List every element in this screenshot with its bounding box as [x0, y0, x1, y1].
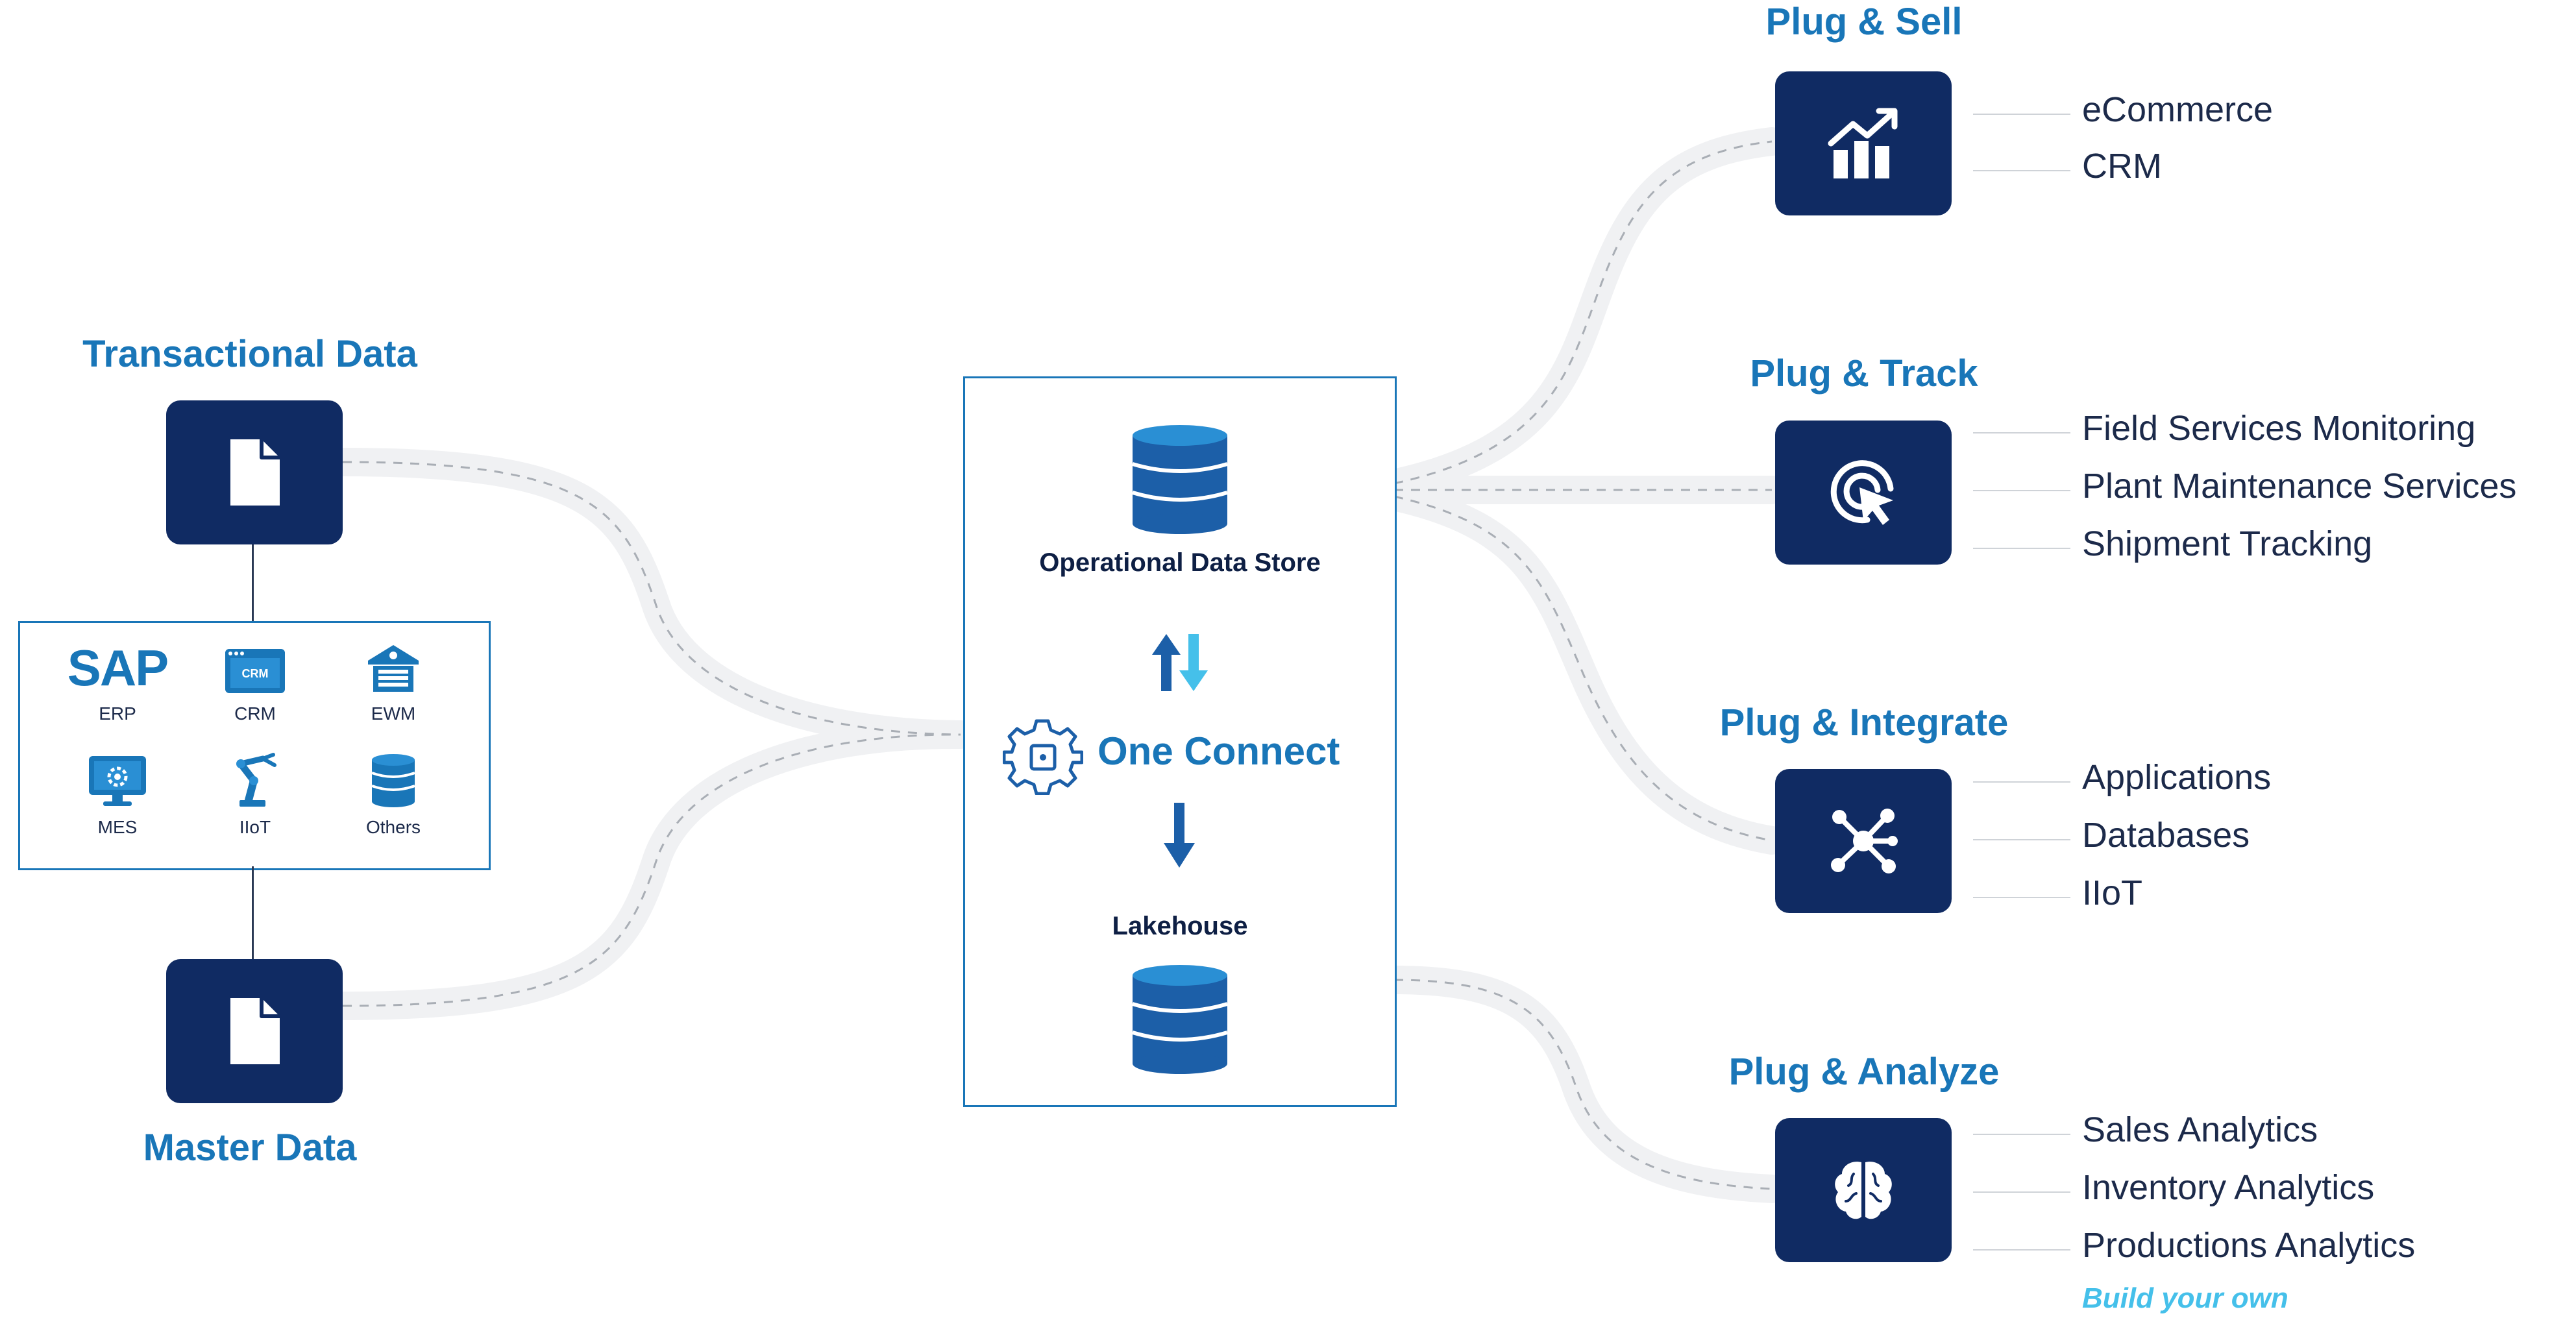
system-mes: MES	[46, 755, 189, 838]
document-icon	[230, 998, 280, 1064]
lakehouse-database-icon	[1132, 965, 1228, 1074]
master-data-box	[166, 959, 343, 1103]
item-tick	[1973, 548, 2070, 549]
system-label: Others	[365, 817, 421, 837]
plug-analyze-item: Sales Analytics	[2082, 1110, 2318, 1149]
plug-integrate-box	[1775, 769, 1952, 913]
item-tick	[1973, 1249, 2070, 1251]
plug-track-title: Plug & Track	[1750, 352, 1978, 395]
flow-dash-sell	[1393, 140, 1773, 485]
item-tick	[1973, 839, 2070, 840]
monitor-gear-icon	[89, 756, 146, 806]
flow-road-analyze	[1380, 966, 1786, 1203]
document-icon	[230, 439, 280, 506]
brain-icon	[1835, 1162, 1892, 1219]
item-tick	[1973, 114, 2070, 115]
item-tick	[1973, 1191, 2070, 1193]
item-tick	[1973, 1134, 2070, 1135]
sync-arrows-icon	[1152, 634, 1208, 691]
plug-track-item: Field Services Monitoring	[2082, 409, 2476, 448]
connect-gear-icon	[1003, 719, 1083, 795]
source-systems-panel: SAP ERP CRM CRM EWM	[18, 621, 491, 870]
build-your-own-link[interactable]: Build your own	[2082, 1282, 2288, 1314]
plug-integrate-item: IIoT	[2082, 873, 2143, 912]
database-icon	[371, 754, 415, 807]
system-others: Others	[322, 754, 465, 838]
plug-track-box	[1775, 421, 1952, 565]
robot-arm-icon	[236, 753, 276, 807]
plug-sell-box	[1775, 71, 1952, 215]
plug-analyze-title: Plug & Analyze	[1728, 1051, 2000, 1093]
plug-track-item: Shipment Tracking	[2082, 524, 2373, 563]
ods-label: Operational Data Store	[1039, 548, 1321, 577]
plug-analyze-item: Inventory Analytics	[2082, 1168, 2375, 1207]
system-crm: CRM CRM	[184, 641, 326, 724]
plug-integrate-item: Databases	[2082, 816, 2250, 855]
plug-integrate-title: Plug & Integrate	[1719, 702, 2009, 744]
master-data-title: Master Data	[143, 1127, 357, 1169]
plug-integrate-item: Applications	[2082, 758, 2272, 797]
system-label: ERP	[99, 703, 136, 724]
sap-logo: SAP	[67, 639, 169, 696]
flow-dash-analyze	[1393, 979, 1773, 1190]
plug-analyze-box	[1775, 1118, 1952, 1262]
down-arrow-icon	[1164, 803, 1195, 868]
growth-chart-icon	[1828, 108, 1898, 178]
crm-window-icon: CRM	[225, 649, 285, 693]
flow-dash-integrate	[1393, 495, 1773, 842]
item-tick	[1973, 170, 2070, 171]
plug-sell-title: Plug & Sell	[1765, 1, 1963, 43]
plug-analyze-item: Productions Analytics	[2082, 1226, 2416, 1265]
crm-icon-badge: CRM	[242, 667, 269, 680]
lakehouse-label: Lakehouse	[1112, 912, 1248, 940]
item-tick	[1973, 781, 2070, 783]
target-cursor-icon	[1830, 460, 1894, 525]
plug-sell-item: eCommerce	[2082, 90, 2274, 129]
one-connect-label: One Connect	[1098, 729, 1340, 773]
system-iiot: IIoT	[184, 753, 326, 838]
item-tick	[1973, 490, 2070, 491]
flow-road-integrate	[1380, 482, 1786, 855]
hub-network-icon	[1831, 809, 1898, 873]
connector-line-top	[252, 544, 254, 621]
system-label: CRM	[234, 703, 276, 724]
plug-track-item: Plant Maintenance Services	[2082, 467, 2517, 506]
plug-sell-item: CRM	[2082, 147, 2162, 186]
system-label: EWM	[371, 703, 416, 724]
flow-dash-master	[342, 733, 961, 1007]
system-erp: SAP ERP	[46, 641, 189, 724]
connector-line-bottom	[252, 866, 254, 960]
flow-road-sell	[1380, 127, 1786, 498]
system-label: IIoT	[239, 817, 271, 837]
warehouse-icon	[368, 645, 419, 692]
system-label: MES	[97, 817, 138, 837]
system-ewm: EWM	[322, 641, 465, 724]
transactional-data-box	[166, 400, 343, 544]
one-connect-hub: Operational Data Store One Connect Lakeh…	[963, 376, 1397, 1107]
item-tick	[1973, 897, 2070, 898]
ods-database-icon	[1132, 425, 1228, 534]
item-tick	[1973, 432, 2070, 433]
flow-dash-transactional	[342, 461, 961, 736]
transactional-data-title: Transactional Data	[82, 333, 417, 375]
